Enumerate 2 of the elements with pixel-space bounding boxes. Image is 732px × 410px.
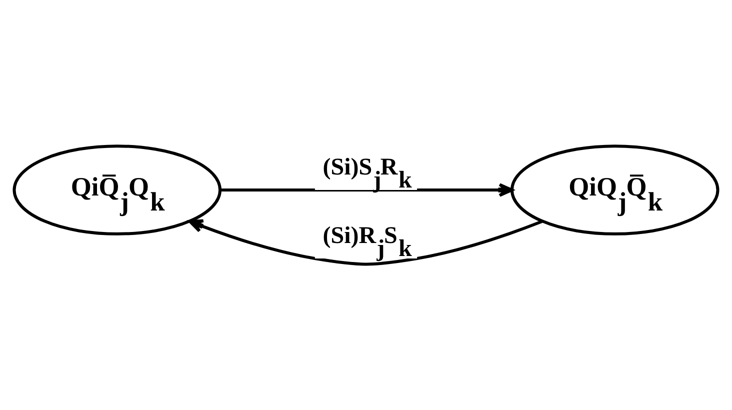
arrow	[220, 183, 514, 197]
arrow	[188, 219, 542, 266]
